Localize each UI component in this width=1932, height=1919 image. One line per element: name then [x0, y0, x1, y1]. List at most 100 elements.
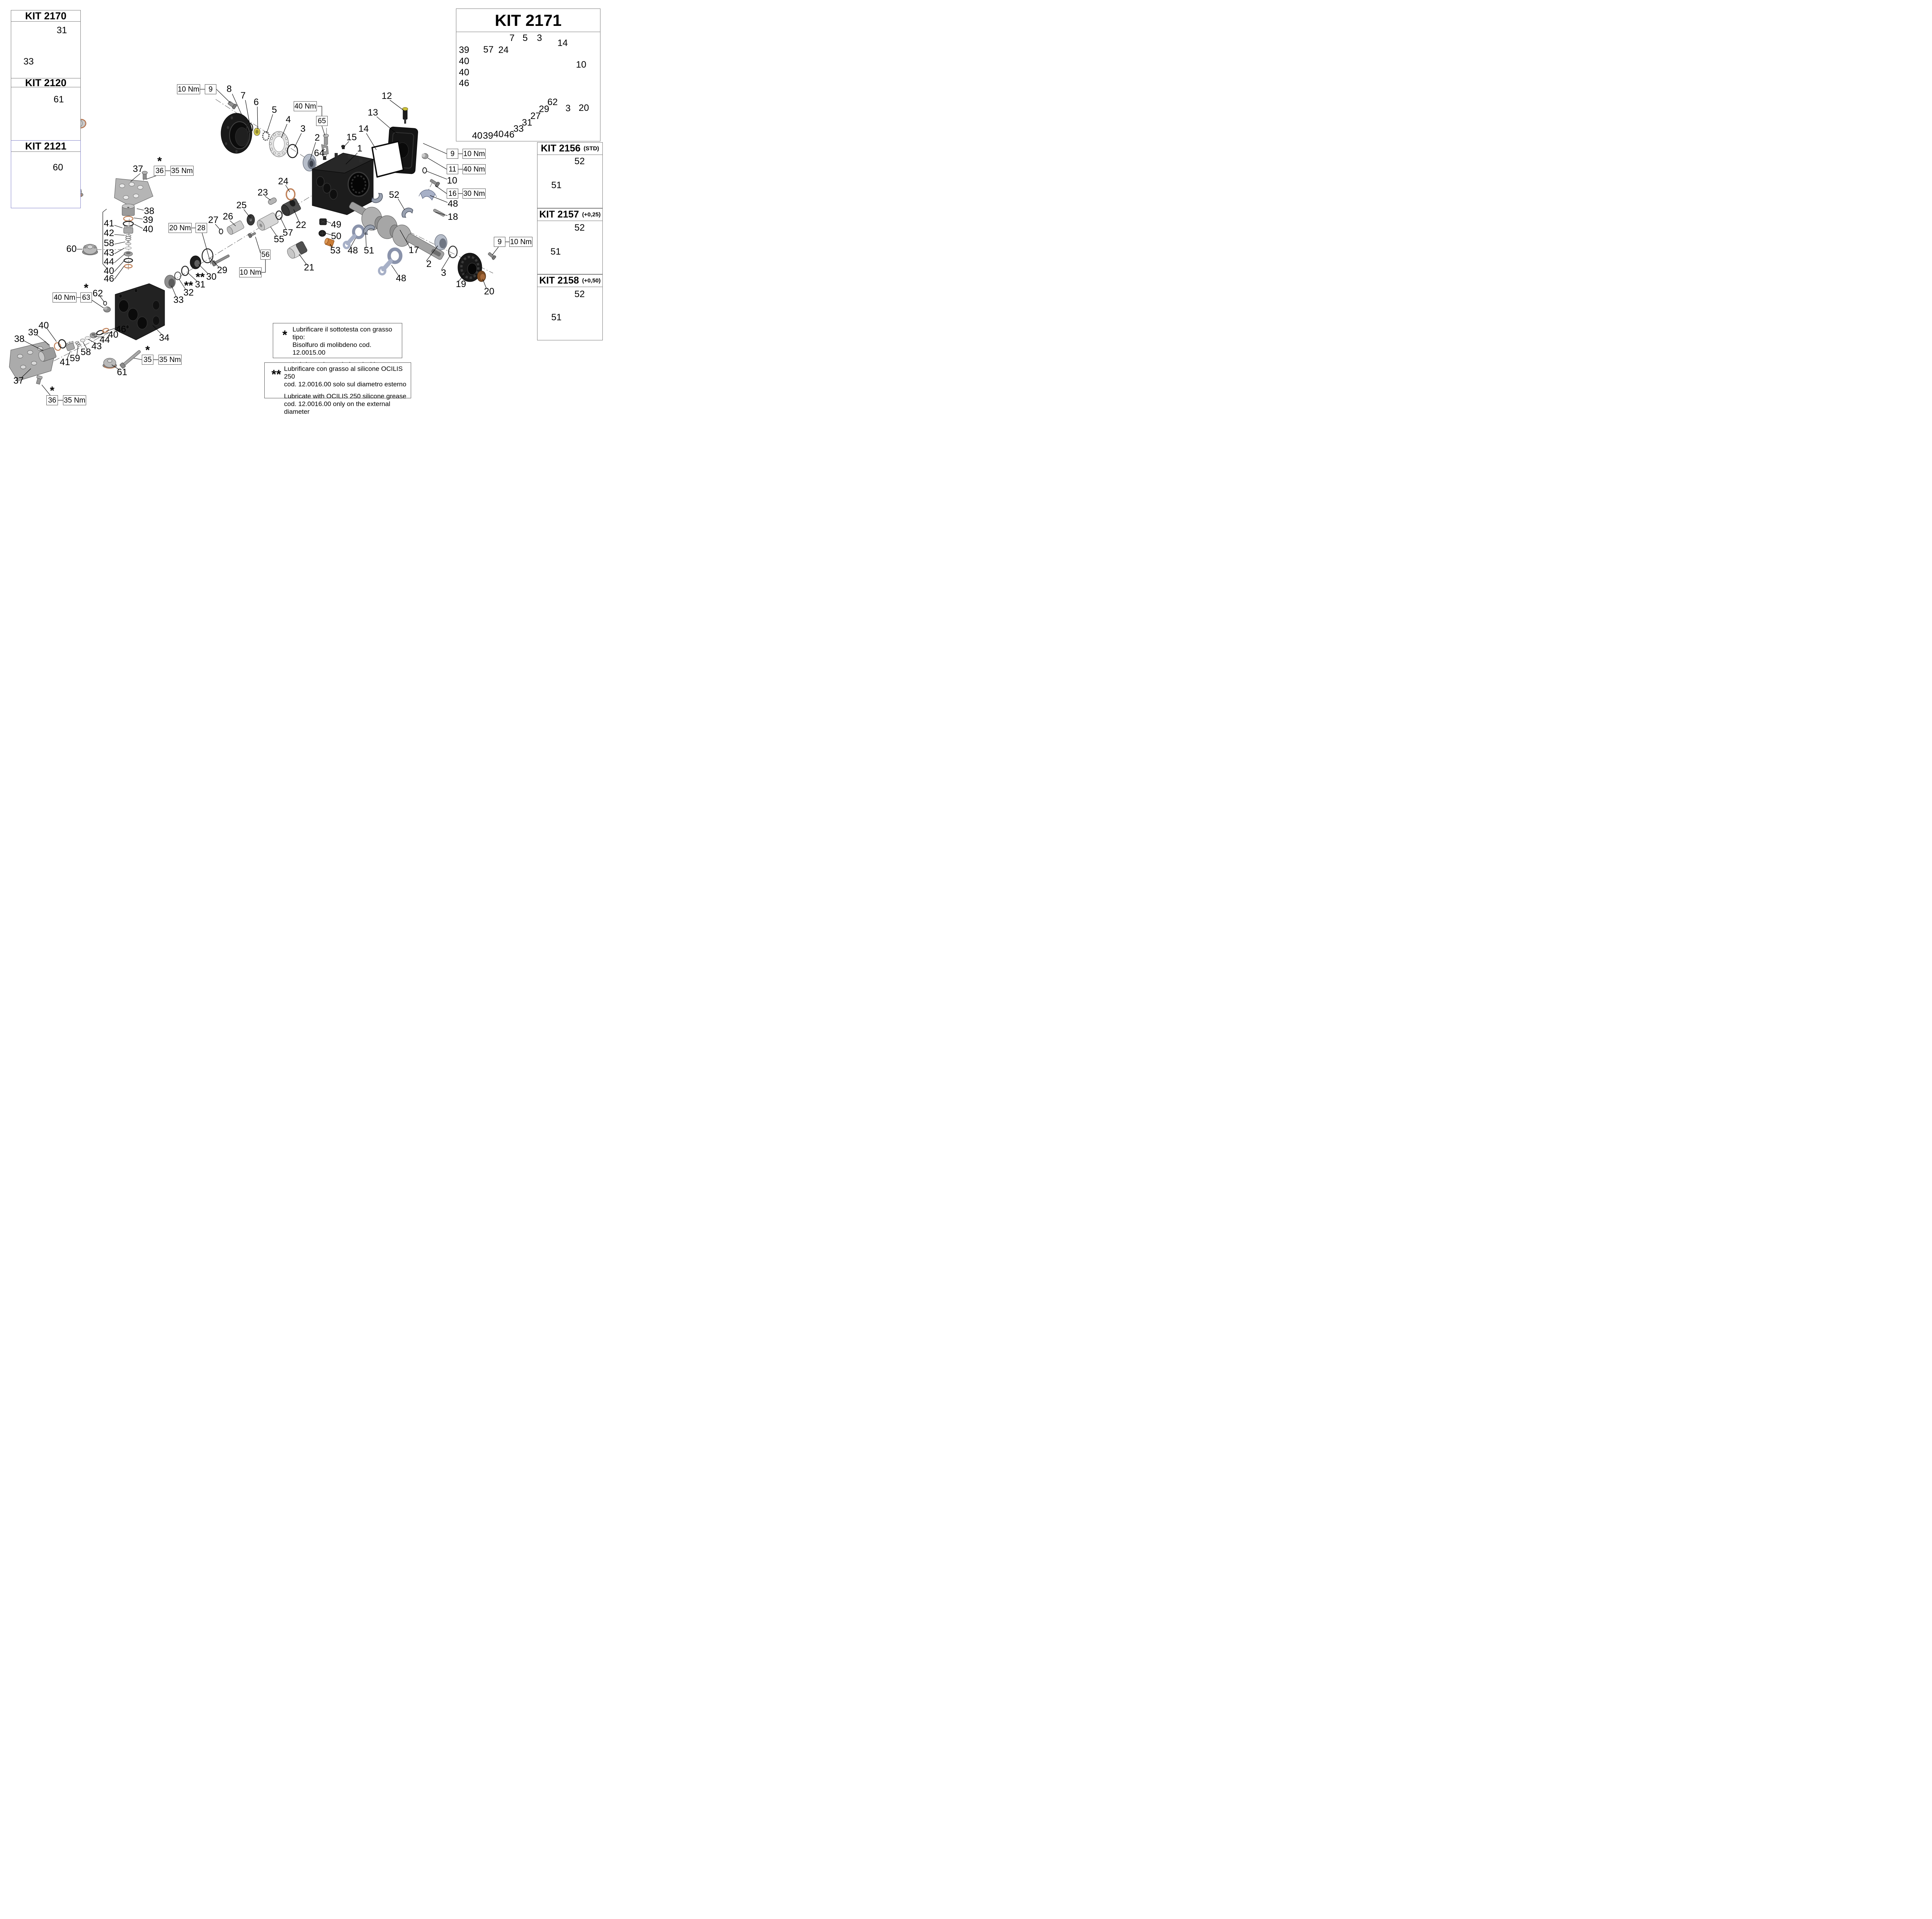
plug-15	[341, 145, 345, 149]
torque-value-box-40Nm: 40 Nm	[463, 164, 486, 174]
kit-2158-panel: KIT 2158 (+0,50)	[537, 274, 603, 340]
part-callout-3: 3	[441, 268, 446, 278]
part-callout-39: 39	[143, 215, 153, 225]
part-callout-33: 33	[23, 56, 34, 67]
bearing-clamp-48	[418, 189, 437, 201]
torque-ref-box-16: 16	[447, 189, 458, 199]
part-callout-24: 24	[278, 176, 289, 187]
torque-value-box-35Nm: 35 Nm	[63, 395, 86, 405]
part-callout-3: 3	[537, 33, 542, 43]
torque-ref-box-63: 63	[80, 292, 92, 303]
bracket-64	[321, 144, 329, 156]
part-callout-25: 25	[236, 200, 247, 211]
seat-44	[124, 251, 133, 257]
seal-nut-6	[253, 127, 260, 136]
note-lubrication-underhead: * Lubrificare il sottotesta con grasso t…	[273, 323, 402, 391]
note-double-asterisk-marker: **	[271, 367, 281, 381]
seat-44-bottom	[90, 332, 97, 338]
stem-58-bottom	[80, 338, 85, 342]
part-callout-20: 20	[484, 286, 495, 297]
bolt-16	[430, 179, 440, 187]
ring-46-bottom	[102, 328, 109, 333]
oring-29	[201, 248, 214, 263]
bushing-33	[164, 275, 176, 289]
ring-39-bottom	[54, 342, 61, 351]
part-callout-61: 61	[53, 94, 64, 105]
pin-23	[268, 197, 277, 205]
part-callout-48: 48	[396, 273, 406, 284]
ring-40-bottom	[58, 339, 66, 349]
disc-43-bottom	[85, 336, 91, 340]
ring-31	[181, 265, 189, 276]
note-marker: *	[145, 344, 150, 357]
part-callout-51: 51	[551, 180, 562, 190]
bearing-cover-8	[221, 113, 252, 154]
screw-9-rear	[488, 252, 496, 260]
part-callout-49: 49	[331, 219, 342, 230]
oil-plug-11	[422, 153, 429, 159]
torque-value-box-20Nm: 20 Nm	[168, 223, 192, 233]
kit-2121-title: KIT 2121	[11, 140, 80, 152]
stud-35	[119, 350, 141, 369]
part-callout-40: 40	[472, 131, 483, 141]
part-callout-51: 51	[364, 245, 374, 256]
kit-2157-suffix: (+0,25)	[582, 211, 601, 218]
part-callout-44: 44	[104, 257, 114, 267]
part-callout-20: 20	[578, 103, 589, 113]
kit-2120-panel: KIT 2120	[11, 77, 81, 141]
part-callout-55: 55	[274, 234, 284, 245]
part-callout-32: 32	[183, 287, 194, 298]
torque-value-box-10Nm: 10 Nm	[177, 84, 200, 94]
torque-value-box-10Nm: 10 Nm	[463, 149, 486, 159]
note-marker: **	[184, 279, 193, 292]
note-asterisk-marker: *	[282, 328, 287, 342]
piston-guide-22	[281, 198, 301, 216]
part-callout-22: 22	[296, 220, 306, 230]
torque-ref-box-56: 56	[260, 250, 270, 260]
kit-2156-panel: KIT 2156 (STD)	[537, 142, 603, 208]
connecting-rod-48b	[378, 247, 403, 275]
kit-2171-title: KIT 2171	[456, 9, 600, 32]
part-callout-7: 7	[509, 33, 515, 43]
part-callout-34: 34	[159, 333, 170, 343]
bearing-flange-19	[457, 253, 482, 282]
part-callout-33: 33	[173, 295, 184, 305]
part-callout-58: 58	[80, 347, 91, 357]
part-callout-24: 24	[498, 45, 509, 55]
ring-40	[122, 221, 134, 227]
bolt-36-bottom	[36, 375, 43, 385]
torque-value-box-40Nm: 40 Nm	[294, 101, 317, 111]
torque-value-box-10Nm: 10 Nm	[509, 237, 532, 247]
part-callout-8: 8	[226, 84, 232, 94]
valve-61	[102, 358, 117, 369]
note2-line3: Lubricate with OCILIS 250 silicone greas…	[284, 393, 406, 400]
ring-46	[124, 264, 133, 269]
note1-line2: Bisolfuro di molibdeno cod. 12.0015.00	[293, 341, 372, 357]
connecting-rod-48a	[343, 224, 365, 249]
ring-40b	[123, 258, 133, 263]
part-callout-50: 50	[331, 231, 342, 241]
crankcase-1	[311, 153, 374, 215]
screw-9	[228, 101, 237, 109]
torque-ref-box-28: 28	[196, 223, 207, 233]
torque-value-box-40Nm: 40 Nm	[53, 292, 77, 303]
bolt-36-top	[142, 171, 148, 180]
part-callout-27: 27	[208, 215, 219, 225]
part-callout-51: 51	[550, 246, 561, 257]
part-callout-51: 51	[551, 312, 562, 323]
part-callout-19: 19	[456, 279, 466, 289]
seal-30	[190, 255, 201, 269]
spring-59	[75, 341, 82, 347]
torque-value-box-30Nm: 30 Nm	[463, 189, 486, 199]
shaft-key-18	[433, 209, 445, 217]
torque-value-box-35Nm: 35 Nm	[170, 166, 194, 176]
part-callout-6: 6	[253, 97, 259, 107]
copper-gasket-24	[286, 188, 296, 201]
note2-line4: cod. 12.0016.00 only on the external dia…	[284, 400, 391, 416]
shell-52b	[399, 205, 415, 219]
ring-39	[123, 216, 134, 222]
part-callout-40: 40	[143, 224, 153, 235]
part-callout-48: 48	[447, 199, 458, 209]
bushing-53	[324, 238, 335, 247]
manifold-37-top	[114, 178, 153, 207]
